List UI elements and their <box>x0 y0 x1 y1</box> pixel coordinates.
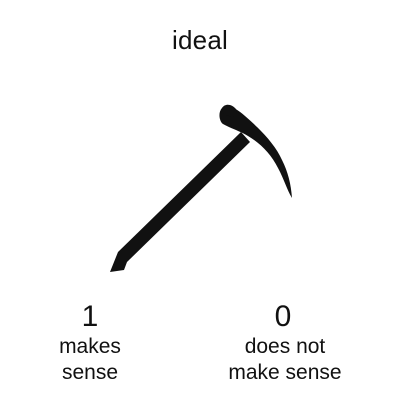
right-label-line2: make sense <box>228 361 342 384</box>
axe-handle <box>110 132 250 272</box>
axe-head <box>219 106 292 198</box>
page-title: ideal <box>172 25 228 55</box>
left-label-line1: makes <box>59 335 121 358</box>
right-label-line1: does not <box>244 335 326 358</box>
left-label-line2: sense <box>61 361 119 384</box>
axe-cap <box>221 104 237 117</box>
left-score: 1 <box>81 300 99 333</box>
right-score: 0 <box>274 300 292 333</box>
